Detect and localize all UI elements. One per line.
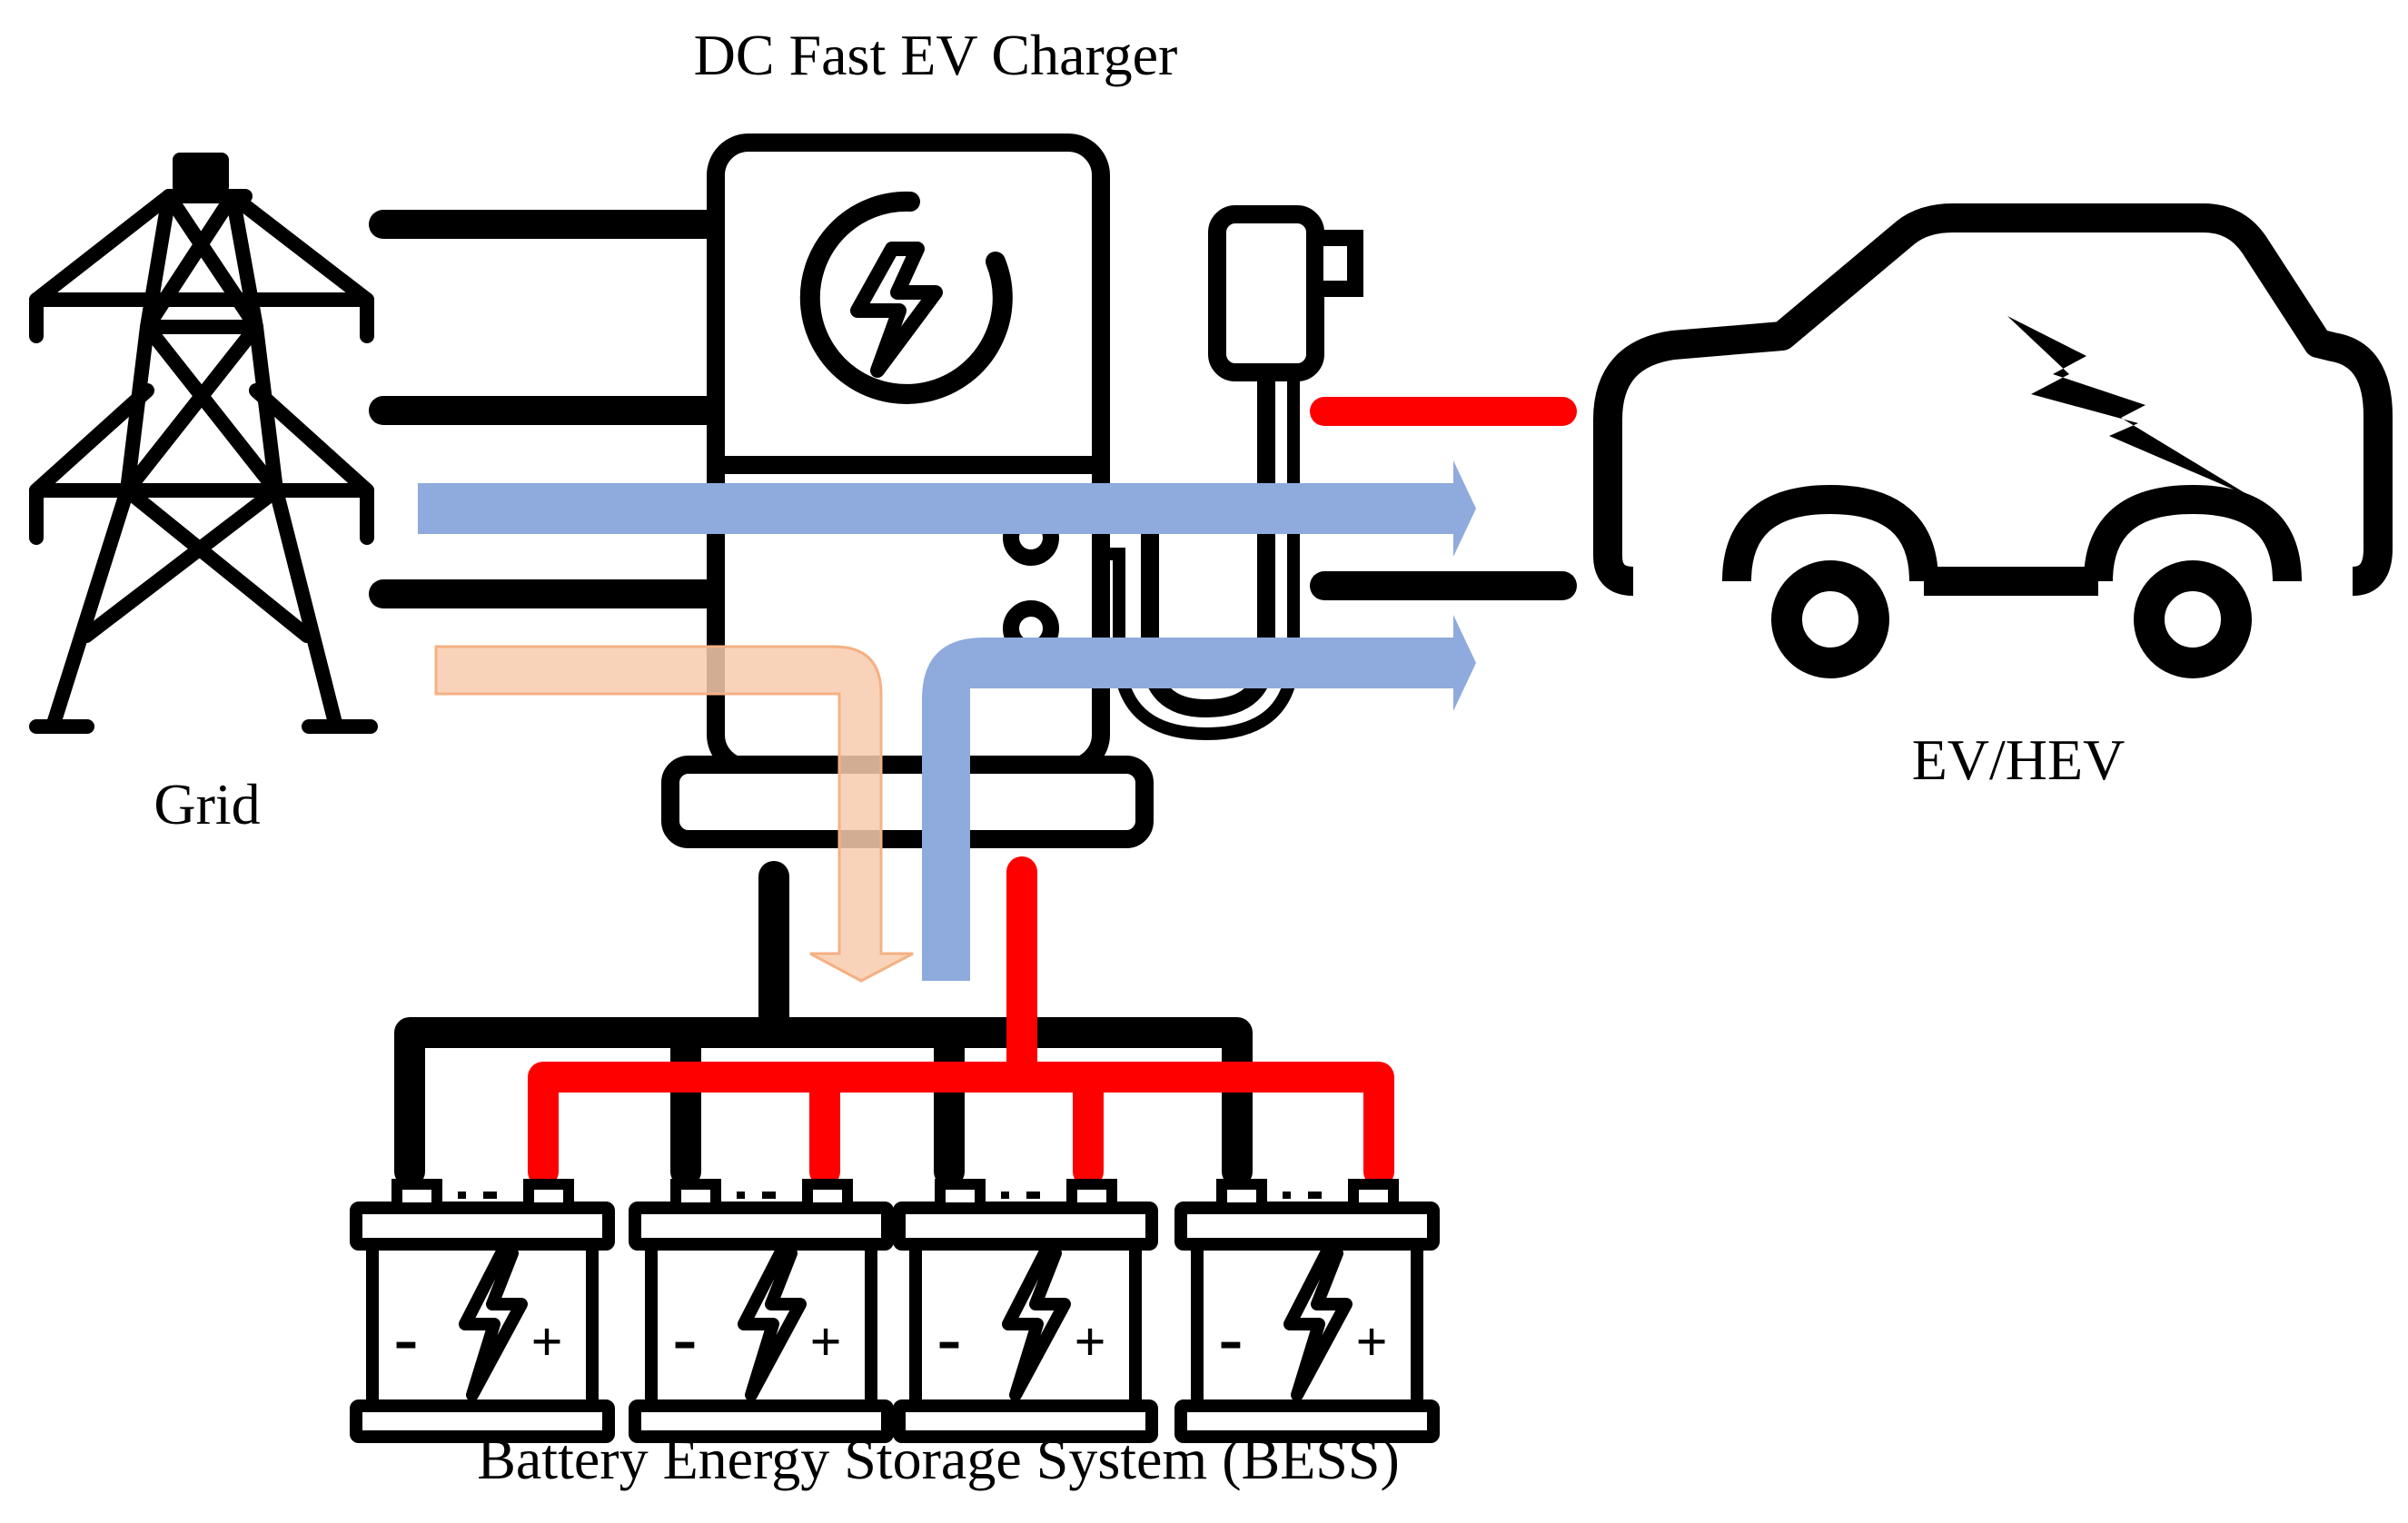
battery-1-minus: -	[394, 1299, 419, 1379]
bess-negative-bus	[394, 861, 1253, 1187]
car-bolt-icon	[2007, 316, 2253, 498]
grid-to-bess-flow	[434, 645, 914, 983]
grid-to-ev-flow	[418, 460, 1476, 557]
bess-label: Battery Energy Storage System (BESS)	[477, 1427, 1400, 1491]
transmission-tower-icon	[29, 153, 378, 734]
charger-title: DC Fast EV Charger	[694, 23, 1178, 87]
battery-4: - +	[1181, 1184, 1433, 1437]
battery-4-plus: +	[1355, 1311, 1387, 1373]
battery-2-plus: +	[809, 1311, 841, 1373]
grid-wires	[369, 210, 725, 608]
grid-label: Grid	[154, 772, 260, 836]
lightning-bolt-icon	[850, 242, 943, 378]
bess-to-ev-flow	[922, 615, 1476, 981]
ev-label: EV/HEV	[1912, 727, 2126, 792]
battery-2: - +	[635, 1184, 887, 1437]
bess-positive-bus	[528, 856, 1394, 1187]
battery-3-minus: -	[937, 1299, 962, 1379]
battery-3: - +	[899, 1184, 1152, 1437]
car-icon	[1593, 203, 2393, 678]
battery-1: - +	[356, 1184, 609, 1437]
battery-4-minus: -	[1219, 1299, 1244, 1379]
battery-2-minus: -	[673, 1299, 698, 1379]
battery-1-plus: +	[530, 1311, 562, 1373]
battery-3-plus: +	[1074, 1311, 1105, 1373]
